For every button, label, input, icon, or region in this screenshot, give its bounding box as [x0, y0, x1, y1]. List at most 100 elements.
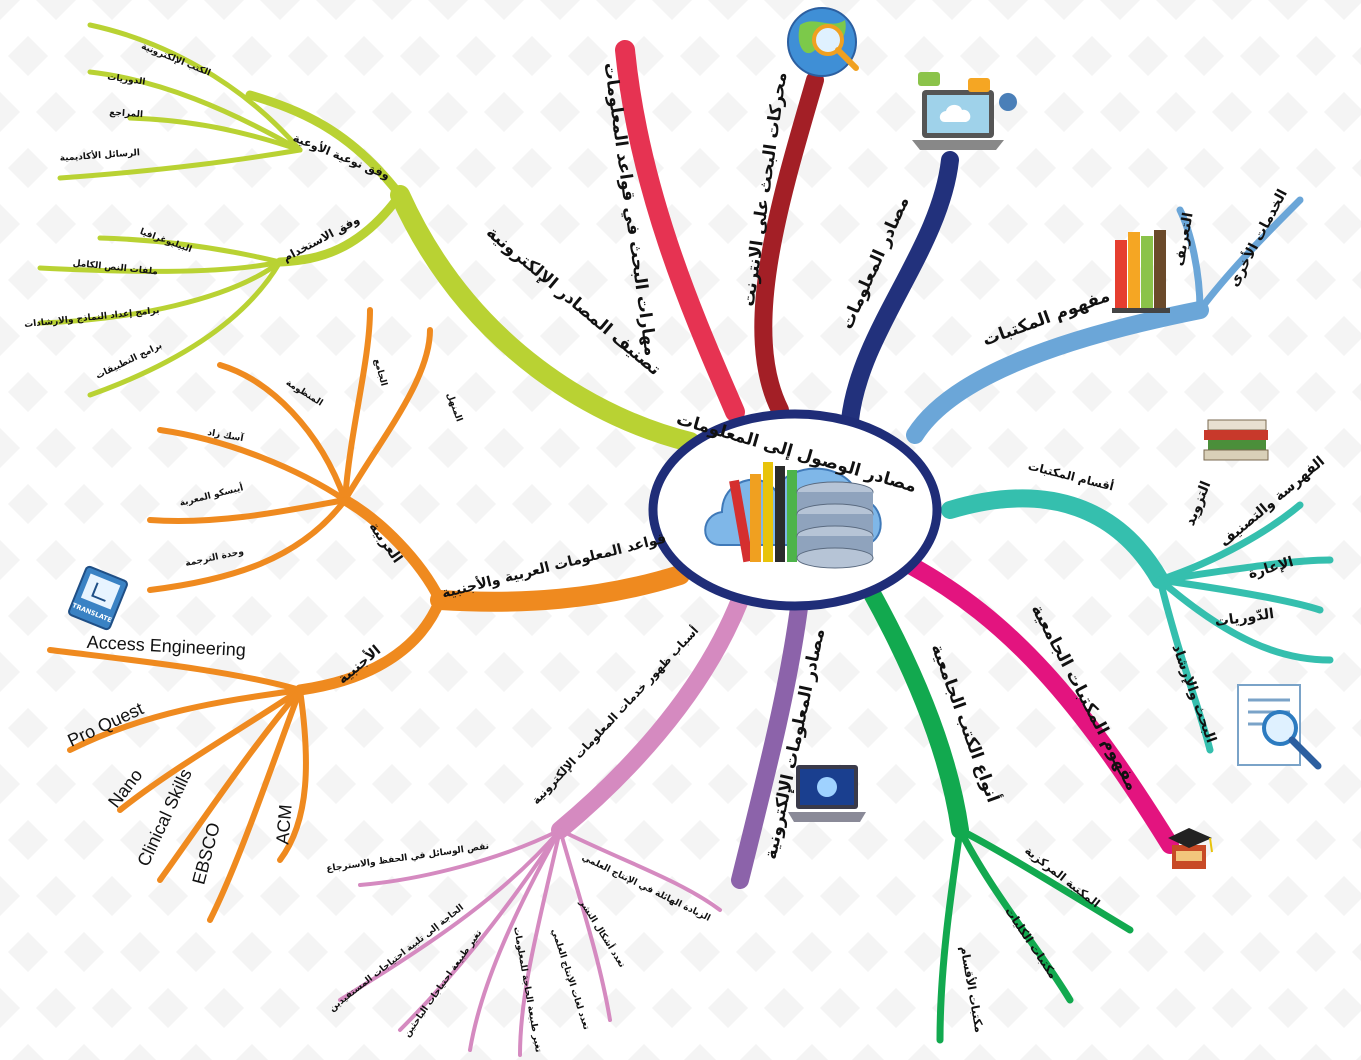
background-diamond [964, 1044, 996, 1060]
background-diamond [1268, 764, 1308, 804]
background-diamond [92, 540, 132, 580]
label-book-item-1: المكتبة المركزية [1022, 843, 1103, 910]
background-diamond [1072, 820, 1112, 860]
background-diamond [36, 988, 76, 1028]
background-diamond [316, 316, 356, 356]
background-diamond [1044, 0, 1084, 20]
background-diamond [1324, 540, 1361, 580]
background-diamond [1100, 92, 1140, 132]
background-diamond [64, 372, 104, 412]
background-diamond [1296, 820, 1336, 860]
label-section-item-4: الدّوريات [1214, 606, 1275, 630]
background-diamond [988, 428, 1028, 468]
stacked-books-icon [1203, 419, 1269, 461]
background-diamond [848, 708, 888, 748]
background-diamond [288, 596, 328, 636]
background-diamond [372, 0, 412, 20]
background-diamond [708, 764, 748, 804]
background-diamond [484, 0, 524, 20]
background-diamond [596, 316, 636, 356]
background-diamond [596, 876, 636, 916]
background-diamond [1352, 159, 1361, 177]
background-diamond [540, 428, 580, 468]
background-diamond [932, 652, 972, 692]
branch-label-info-sources: مصادر المعلومات [837, 194, 913, 333]
background-diamond [512, 484, 552, 524]
label-concept-item-2: الخدمات الأخرى [1225, 186, 1291, 289]
background-diamond [1100, 988, 1140, 1028]
monitor-icon [788, 765, 866, 822]
background-diamond [1212, 0, 1252, 20]
background-diamond [1352, 47, 1361, 65]
background-diamond [428, 876, 468, 916]
background-diamond [204, 204, 244, 244]
background-diamond [260, 204, 300, 244]
background-diamond [764, 0, 804, 20]
background-diamond [344, 820, 384, 860]
background-diamond [1296, 148, 1336, 188]
background-diamond [876, 204, 916, 244]
background-diamond [1240, 148, 1280, 188]
background-diamond [624, 260, 664, 300]
background-diamond [204, 540, 244, 580]
background-diamond [36, 92, 76, 132]
background-diamond [484, 652, 524, 692]
background-diamond [36, 428, 76, 468]
background-diamond [400, 820, 440, 860]
label-use-item-2: ملفات النص الكامل [72, 259, 158, 278]
background-diamond [820, 0, 860, 20]
background-diamond [1128, 36, 1168, 76]
background-diamond [820, 92, 860, 132]
label-section-item-2: الفهرسة والتصنيف [1217, 454, 1328, 551]
background-diamond [288, 372, 328, 412]
background-diamond [1072, 148, 1112, 188]
label-arabic-item-5: أيبسكو المعربة [178, 481, 244, 508]
background-diamond [1072, 260, 1112, 300]
background-diamond [456, 484, 496, 524]
background-diamond [484, 876, 524, 916]
background-diamond [0, 316, 20, 356]
background-diamond [540, 988, 580, 1028]
label-type-item-1: الكتب الإلكترونية [140, 42, 212, 79]
background-diamond [904, 932, 944, 972]
background-diamond [628, 1044, 660, 1060]
background-diamond [1296, 484, 1336, 524]
background-diamond [876, 92, 916, 132]
background-diamond [568, 260, 608, 300]
background-diamond [400, 36, 440, 76]
background-diamond [1352, 607, 1361, 625]
background-diamond [1184, 484, 1224, 524]
background-diamond [540, 876, 580, 916]
background-diamond [8, 484, 48, 524]
background-diamond [1212, 876, 1252, 916]
background-diamond [1128, 148, 1168, 188]
background-diamond [1296, 372, 1336, 412]
background-diamond [1016, 372, 1056, 412]
background-diamond [1324, 876, 1361, 916]
background-diamond [176, 708, 216, 748]
background-diamond [8, 708, 48, 748]
background-diamond [1268, 652, 1308, 692]
background-diamond [1072, 932, 1112, 972]
background-diamond [148, 428, 188, 468]
background-diamond [260, 988, 300, 1028]
background-diamond [1212, 988, 1252, 1028]
background-diamond [1132, 1044, 1164, 1060]
background-diamond [232, 596, 272, 636]
branch-label-university-libraries: مفهوم المكتبات الجامعية [1027, 601, 1142, 794]
background-diamond [1156, 92, 1196, 132]
background-diamond [932, 316, 972, 356]
background-diamond [764, 316, 804, 356]
background-diamond [8, 820, 48, 860]
background-diamond [348, 1044, 380, 1060]
background-diamond [176, 372, 216, 412]
label-foreign-item-3: Nano [104, 765, 146, 811]
background-diamond [1044, 204, 1084, 244]
branch-library-concept [906, 196, 1304, 444]
background-diamond [764, 876, 804, 916]
background-diamond [0, 652, 20, 692]
background-diamond [512, 36, 552, 76]
background-diamond [428, 988, 468, 1028]
background-diamond [792, 372, 832, 412]
background-diamond [0, 988, 20, 1028]
